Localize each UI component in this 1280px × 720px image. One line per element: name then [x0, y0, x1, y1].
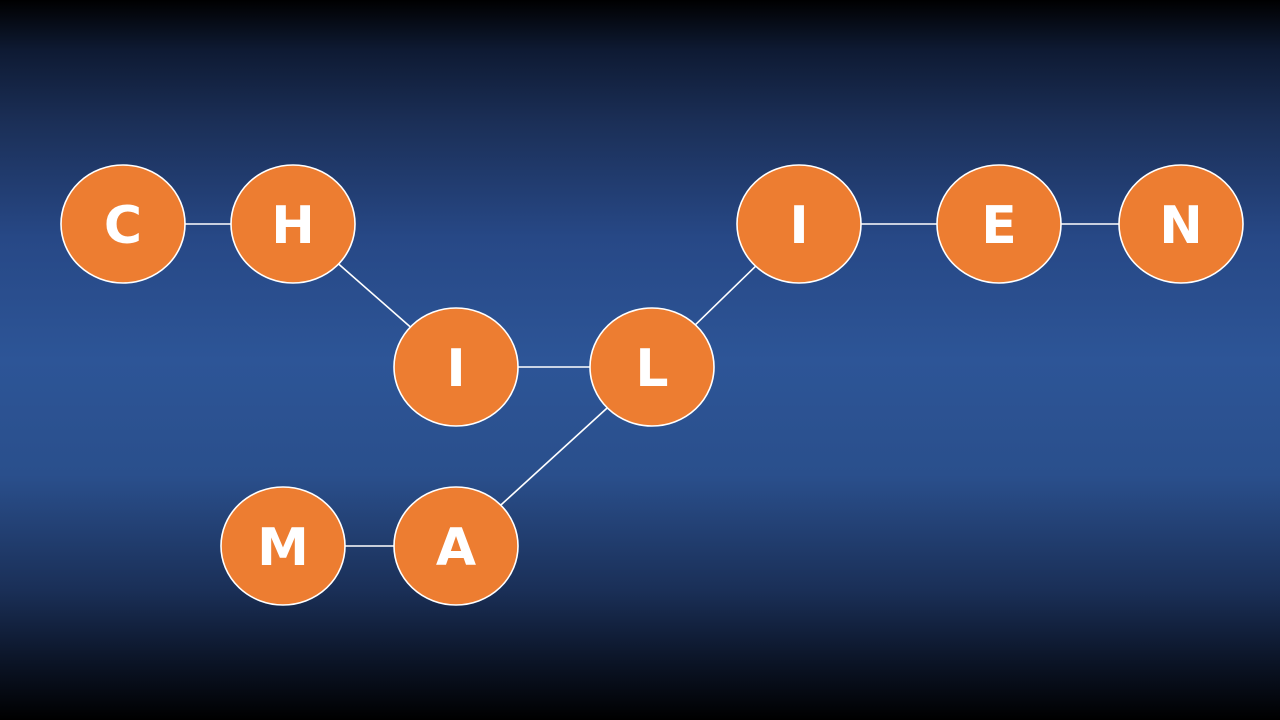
node-circle [589, 307, 715, 427]
node-i1: I [393, 307, 519, 427]
node-label: L [635, 339, 668, 399]
node-label: A [436, 518, 476, 578]
node-circle [736, 164, 862, 284]
node-circle [936, 164, 1062, 284]
node-label: M [257, 518, 309, 578]
node-circle [393, 307, 519, 427]
diagram-edges [185, 223, 1119, 547]
node-h: H [230, 164, 356, 284]
node-circle [230, 164, 356, 284]
node-m: M [220, 486, 346, 606]
node-circle [60, 164, 186, 284]
edge-l-i2 [694, 265, 757, 326]
node-label: E [981, 196, 1017, 256]
node-label: I [446, 339, 465, 399]
node-label: H [271, 196, 315, 256]
node-i2: I [736, 164, 862, 284]
node-circle [1118, 164, 1244, 284]
node-n: N [1118, 164, 1244, 284]
node-label: N [1159, 196, 1203, 256]
edge-h-i1 [338, 263, 411, 328]
node-a: A [393, 486, 519, 606]
node-c: C [60, 164, 186, 284]
node-circle [220, 486, 346, 606]
node-e: E [936, 164, 1062, 284]
node-circle [393, 486, 519, 606]
edge-a-l [500, 407, 608, 506]
node-l: L [589, 307, 715, 427]
diagram-nodes: C H I L I E N M A [60, 164, 1244, 606]
node-label: C [104, 196, 142, 256]
node-label: I [789, 196, 808, 256]
